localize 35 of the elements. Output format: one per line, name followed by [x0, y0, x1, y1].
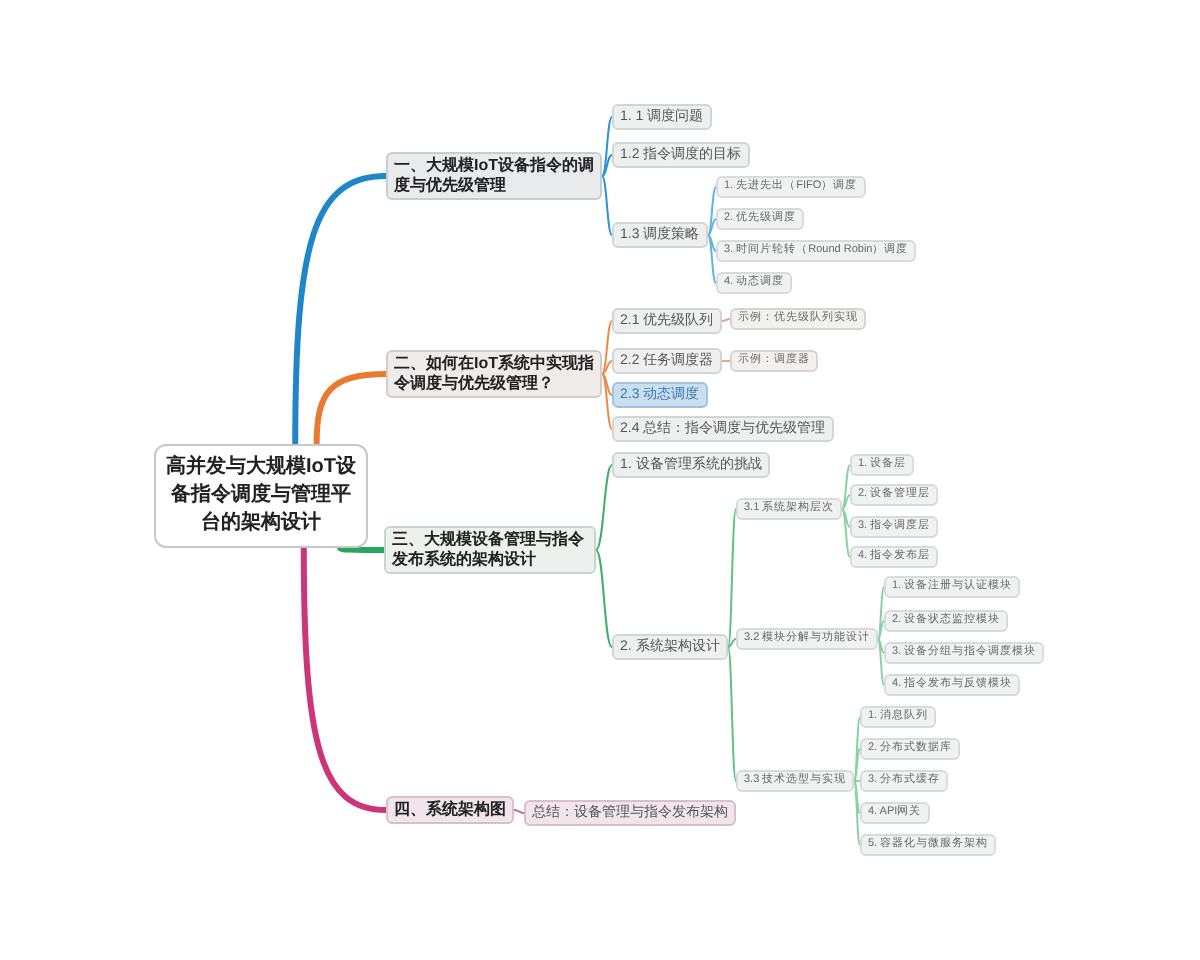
branch-line — [595, 549, 613, 648]
branch-line — [601, 116, 613, 177]
branch-line — [841, 508, 851, 558]
branch-line — [601, 373, 613, 430]
branch-line — [313, 371, 389, 447]
branch-line — [721, 318, 731, 322]
branch-line — [595, 464, 613, 551]
main-topic-box: 二、如何在IoT系统中实现指令调度与优先级管理？ — [386, 350, 602, 398]
main-topic-box: 三、大规模设备管理与指令发布系统的架构设计 — [384, 526, 596, 574]
branch-line — [300, 545, 389, 813]
branch-line — [727, 646, 737, 782]
branch-line — [877, 620, 885, 640]
branch-line — [707, 218, 717, 236]
branch-line — [513, 809, 525, 814]
main-topic-box: 四、系统架构图 — [386, 796, 514, 824]
main-topic-box: 一、大规模IoT设备指令的调度与优先级管理 — [386, 152, 602, 200]
branch-line — [292, 173, 389, 447]
branch-line — [727, 508, 737, 648]
branch-line — [853, 780, 861, 814]
branch-line — [841, 508, 851, 528]
branch-line — [601, 154, 613, 177]
branch-line — [841, 464, 851, 510]
branch-line — [337, 545, 387, 553]
central-topic-box: 高并发与大规模IoT设备指令调度与管理平台的架构设计 — [154, 444, 368, 548]
branch-line — [707, 186, 717, 236]
branch-line — [853, 748, 861, 782]
branch-line — [727, 638, 737, 648]
branch-line — [601, 360, 613, 375]
branch-line — [721, 360, 731, 362]
branch-line — [707, 234, 717, 252]
branch-line — [853, 780, 861, 846]
branch-line — [601, 320, 613, 375]
branch-line — [707, 234, 717, 284]
branch-line — [601, 373, 613, 396]
branch-line — [601, 175, 613, 236]
